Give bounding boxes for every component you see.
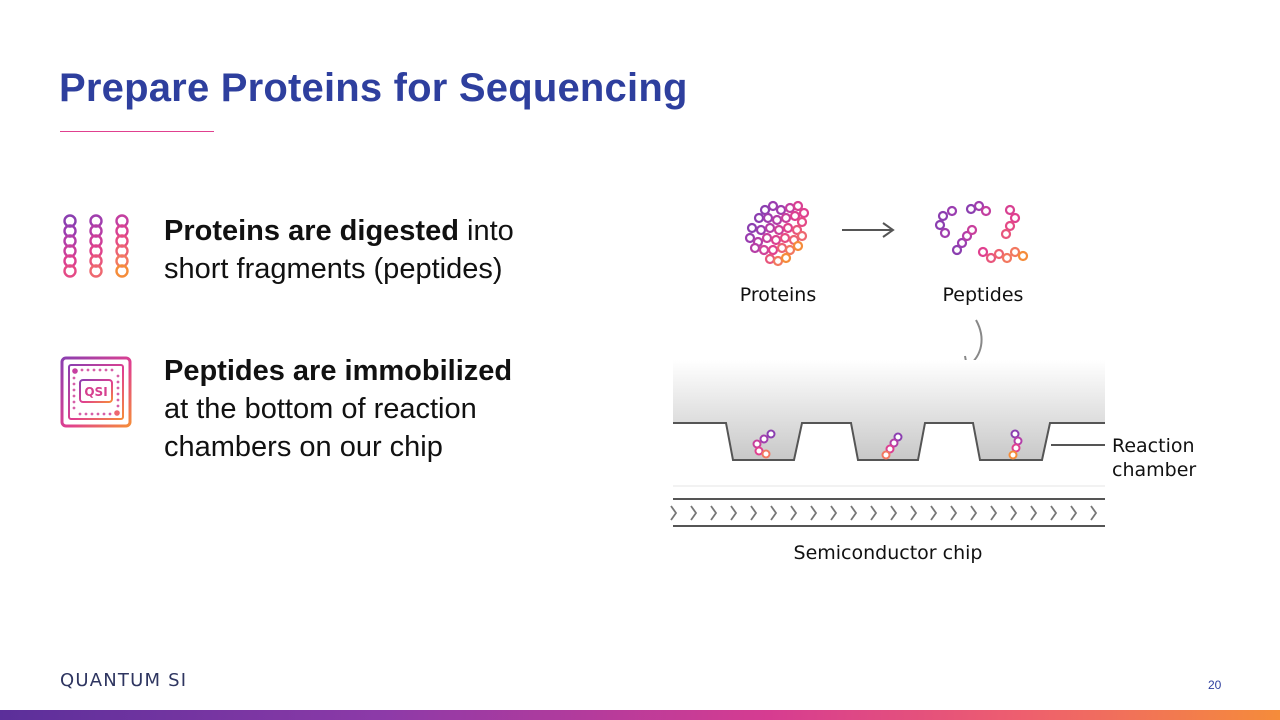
bullet-immobilized: Peptides are immobilized at the bottom o… <box>164 352 584 466</box>
bullet-immobilized-line2: at the bottom of reaction <box>164 393 477 425</box>
bullet-immobilized-bold: Peptides are immobilized <box>164 355 513 387</box>
semiconductor-chip-label: Semiconductor chip <box>794 542 983 564</box>
peptide-fragments <box>934 200 1029 264</box>
chip-diagram: Proteins Peptides Reaction chamber Semic… <box>670 200 1196 564</box>
immobilized-peptides <box>752 429 1023 460</box>
brand-gradient-bar <box>0 710 1280 720</box>
reaction-chamber-label-1: Reaction <box>1112 435 1195 457</box>
reaction-chamber-body <box>673 360 1105 460</box>
reaction-chamber-outline <box>673 422 1105 461</box>
bullet-digested: Proteins are digested into short fragmen… <box>164 212 584 288</box>
bullet-digested-line2: short fragments (peptides) <box>164 253 503 285</box>
digest-arrow-icon <box>842 222 895 238</box>
peptides-label: Peptides <box>943 284 1024 306</box>
protein-cluster <box>744 200 810 267</box>
bullet-digested-inline: into <box>458 215 514 247</box>
title-underline <box>60 131 214 132</box>
chip-chevrons <box>670 505 1098 521</box>
slide-title: Prepare Proteins for Sequencing <box>59 66 688 110</box>
bullet-digested-bold: Proteins are digested <box>164 215 459 247</box>
qsi-chip-icon: QSI <box>60 356 132 428</box>
quantum-si-logo: QUANTUM SI <box>60 670 188 691</box>
page-number: 20 <box>1208 678 1222 692</box>
peptide-chains-icon <box>63 214 129 278</box>
proteins-label: Proteins <box>740 284 817 306</box>
chip-icon-label: QSI <box>84 385 107 399</box>
reaction-chamber-label-2: chamber <box>1112 459 1196 481</box>
curved-arrow-icon <box>964 319 983 369</box>
bullet-immobilized-line3: chambers on our chip <box>164 431 443 463</box>
